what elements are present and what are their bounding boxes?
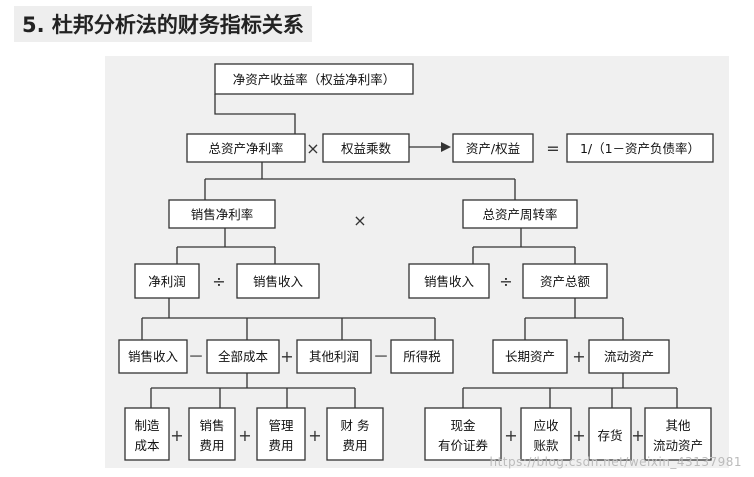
node-roe: 净资产收益率（权益净利率） — [214, 63, 414, 95]
svg-text:销售: 销售 — [199, 418, 224, 433]
svg-text:应收: 应收 — [533, 418, 559, 433]
section-title: 5. 杜邦分析法的财务指标关系 — [14, 6, 312, 42]
operator-divide: ÷ — [499, 272, 512, 291]
svg-text:销售收入: 销售收入 — [128, 349, 179, 364]
svg-text:长期资产: 长期资产 — [505, 349, 555, 364]
svg-text:权益乘数: 权益乘数 — [341, 141, 392, 156]
svg-text:销售净利率: 销售净利率 — [191, 207, 254, 222]
svg-text:费用: 费用 — [342, 438, 367, 453]
operator-equals: = — [546, 139, 559, 158]
node-asset-turnover: 总资产周转率 — [462, 199, 578, 229]
svg-text:制造: 制造 — [134, 418, 160, 433]
node-sales-revenue: 销售收入 — [236, 263, 320, 299]
operator-times: × — [353, 211, 366, 230]
svg-text:1/（1－资产负债率）: 1/（1－资产负债率） — [580, 141, 700, 156]
node-selling-expense: 销售 费用 — [188, 407, 236, 461]
node-inventory: 存货 — [588, 407, 632, 461]
svg-text:所得税: 所得税 — [403, 349, 441, 364]
operator-plus: + — [572, 347, 585, 366]
svg-text:总资产净利率: 总资产净利率 — [208, 141, 283, 156]
node-finance-expense: 财 务 费用 — [326, 407, 384, 461]
connector-net-profit-children — [141, 298, 436, 340]
operator-minus: － — [373, 347, 389, 366]
svg-text:销售收入: 销售收入 — [253, 274, 304, 289]
node-long-term-assets: 长期资产 — [492, 339, 568, 374]
dupont-diagram-panel: 净资产收益率（权益净利率） 总资产净利率 × 权益乘数 资产/权益 = 1/（1… — [105, 56, 729, 468]
operator-plus: + — [280, 347, 293, 366]
node-cash-securities: 现金 有价证券 — [424, 407, 502, 461]
node-sales-revenue: 销售收入 — [408, 263, 490, 299]
operator-plus: + — [631, 426, 644, 445]
node-roa: 总资产净利率 — [186, 133, 306, 163]
operator-plus: + — [308, 426, 321, 445]
node-assets-over-equity: 资产/权益 — [452, 133, 534, 163]
node-net-profit: 净利润 — [134, 263, 200, 299]
svg-text:资产总额: 资产总额 — [540, 274, 591, 289]
svg-text:其他利润: 其他利润 — [309, 349, 359, 364]
connector-margin-children — [176, 228, 276, 264]
svg-text:有价证券: 有价证券 — [438, 438, 489, 453]
svg-text:流动资产: 流动资产 — [653, 438, 703, 453]
node-receivables: 应收 账款 — [520, 407, 572, 461]
svg-text:净资产收益率（权益净利率）: 净资产收益率（权益净利率） — [233, 72, 396, 87]
node-sales-revenue: 销售收入 — [118, 339, 188, 374]
operator-times: × — [306, 139, 319, 158]
svg-text:费用: 费用 — [268, 438, 293, 453]
connector-turnover-children — [472, 228, 576, 264]
svg-text:资产/权益: 资产/权益 — [466, 141, 520, 156]
connector-current-assets-children — [462, 373, 678, 408]
connectors — [141, 94, 678, 408]
node-current-assets: 流动资产 — [588, 339, 670, 374]
node-manufacturing-cost: 制造 成本 — [124, 407, 170, 461]
node-other-current-assets: 其他 流动资产 — [644, 407, 712, 461]
node-multiplier-formula: 1/（1－资产负债率） — [566, 133, 714, 163]
operator-divide: ÷ — [212, 272, 225, 291]
svg-text:销售收入: 销售收入 — [424, 274, 475, 289]
connector-total-assets-children — [524, 298, 624, 340]
operator-minus: － — [188, 347, 204, 366]
node-total-cost: 全部成本 — [206, 339, 280, 374]
svg-text:全部成本: 全部成本 — [218, 349, 269, 364]
svg-text:净利润: 净利润 — [148, 274, 186, 289]
svg-text:总资产周转率: 总资产周转率 — [482, 207, 557, 222]
node-admin-expense: 管理 费用 — [256, 407, 306, 461]
svg-text:现金: 现金 — [450, 418, 476, 433]
svg-text:财 务: 财 务 — [341, 418, 370, 433]
svg-text:成本: 成本 — [134, 438, 160, 453]
operator-plus: + — [572, 426, 585, 445]
dupont-diagram: 净资产收益率（权益净利率） 总资产净利率 × 权益乘数 资产/权益 = 1/（1… — [118, 63, 714, 461]
node-total-assets: 资产总额 — [522, 263, 608, 299]
connector-roe-to-roa — [214, 94, 296, 134]
connector-total-cost-children — [150, 373, 356, 408]
node-income-tax: 所得税 — [390, 339, 454, 374]
svg-text:费用: 费用 — [199, 438, 224, 453]
operator-plus: + — [170, 426, 183, 445]
operator-plus: + — [504, 426, 517, 445]
node-other-profit: 其他利润 — [296, 339, 372, 374]
node-equity-multiplier: 权益乘数 — [322, 133, 410, 163]
svg-text:账款: 账款 — [533, 438, 559, 453]
svg-text:其他: 其他 — [665, 418, 691, 433]
watermark: https://blog.csdn.net/weixin_43137981 — [489, 455, 742, 469]
svg-text:管理: 管理 — [268, 418, 294, 433]
node-net-margin: 销售净利率 — [168, 199, 276, 229]
svg-text:存货: 存货 — [597, 428, 622, 443]
operator-plus: + — [238, 426, 251, 445]
arrowhead — [441, 142, 451, 152]
connector-roa-to-children — [204, 178, 516, 200]
svg-text:流动资产: 流动资产 — [604, 349, 654, 364]
